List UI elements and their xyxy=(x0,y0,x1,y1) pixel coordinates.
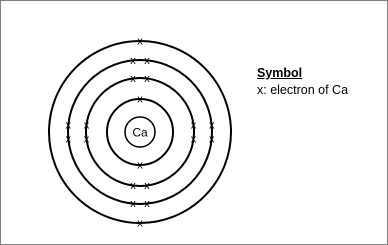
electron-shell-2-5: x xyxy=(144,180,150,192)
electron-shell-1-1: x xyxy=(137,94,143,106)
shell-3 xyxy=(67,59,213,205)
shell-1 xyxy=(106,98,174,166)
electron-shell-3-2: x xyxy=(144,55,150,67)
electron-shell-3-5: x xyxy=(144,198,150,210)
electron-shell-2-7: x xyxy=(84,134,90,146)
legend: Symbol x: electron of Ca xyxy=(257,65,348,99)
electron-shell-2-4: x xyxy=(191,134,197,146)
electron-shell-2-2: x xyxy=(144,73,150,85)
nucleus xyxy=(124,116,156,148)
electron-shell-3-1: x xyxy=(130,55,136,67)
legend-title: Symbol xyxy=(257,66,303,80)
electron-shell-3-3: x xyxy=(209,120,215,132)
electron-shells xyxy=(48,40,232,224)
electron-shell-4-1: x xyxy=(137,36,143,48)
electron-shell-3-8: x xyxy=(66,120,72,132)
electron-shell-3-4: x xyxy=(209,134,215,146)
electron-shell-4-2: x xyxy=(137,218,143,230)
nucleus-symbol: Ca xyxy=(132,126,148,140)
shell-4 xyxy=(48,40,232,224)
electron-shell-2-6: x xyxy=(130,180,136,192)
electron-shell-3-7: x xyxy=(66,134,72,146)
electron-shell-2-8: x xyxy=(84,120,90,132)
electron-shell-2-1: x xyxy=(130,73,136,85)
legend-entry: x: electron of Ca xyxy=(257,83,349,97)
electron-shell-3-6: x xyxy=(130,198,136,210)
electron-shell-1-2: x xyxy=(137,160,143,172)
shell-2 xyxy=(85,77,195,187)
electron-shell-2-3: x xyxy=(191,120,197,132)
